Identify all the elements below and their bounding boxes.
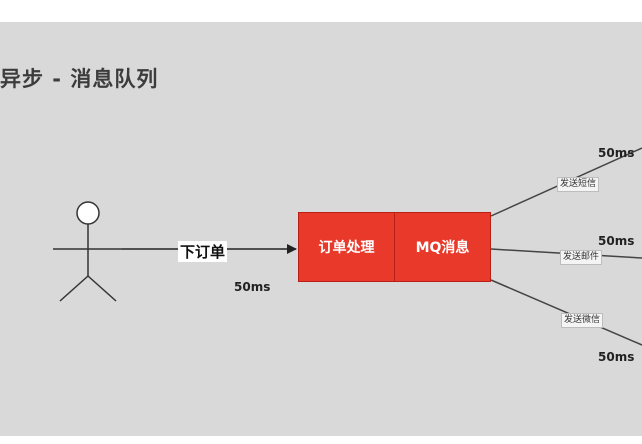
- mq-message-label: MQ消息: [415, 240, 470, 256]
- branch-tag-email: 发送邮件: [560, 250, 603, 265]
- branch-latency-sms: 50ms: [598, 146, 635, 160]
- order-edge-label: 下订单: [178, 241, 228, 262]
- branch-latency-wechat: 50ms: [598, 350, 635, 364]
- mq-message-box: MQ消息: [394, 212, 491, 282]
- order-processing-label: 订单处理: [318, 240, 375, 256]
- order-processing-box: 订单处理: [298, 212, 395, 282]
- branch-tag-sms: 发送短信: [557, 177, 600, 192]
- order-latency-label: 50ms: [234, 280, 271, 294]
- branch-latency-email: 50ms: [598, 234, 635, 248]
- branch-tag-wechat: 发送微信: [561, 313, 604, 328]
- diagram-title: 异步 - 消息队列: [0, 67, 159, 91]
- user-stick-figure-icon: [53, 201, 122, 302]
- branch-line-wechat: [490, 279, 642, 346]
